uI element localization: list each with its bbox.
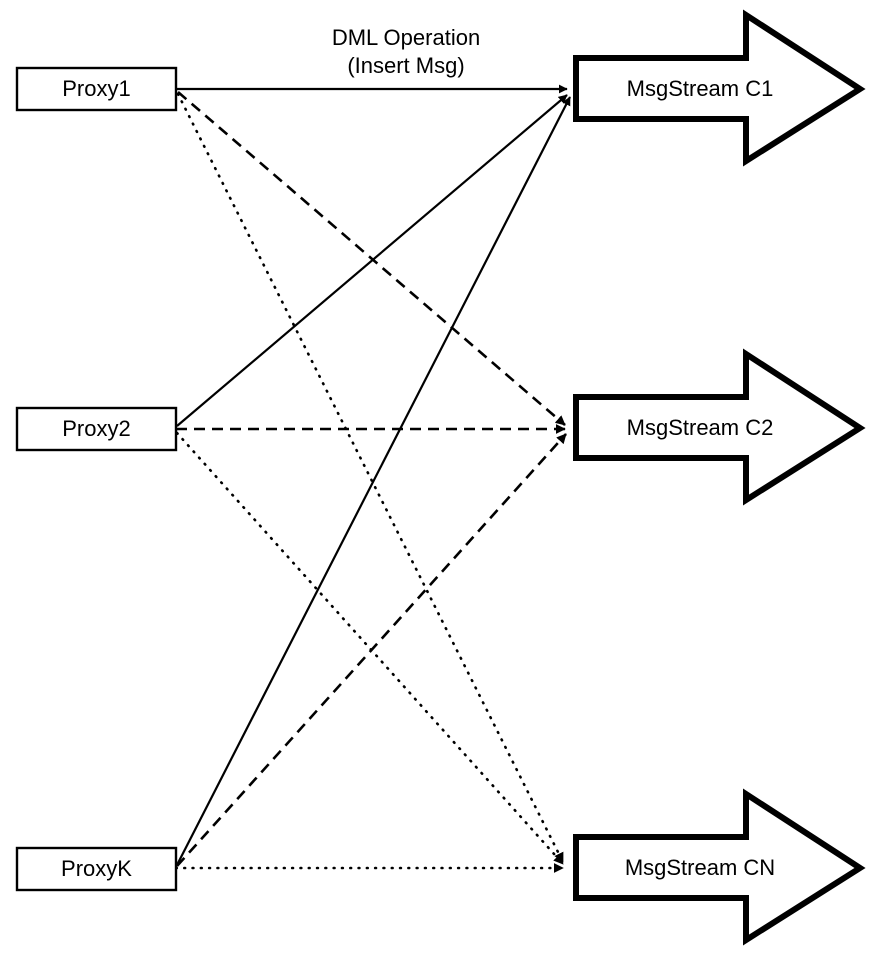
proxy-node-proxy1[interactable]: Proxy1 [15,66,178,112]
proxy-label: Proxy1 [62,76,130,101]
stream-node-c1[interactable]: MsgStream C1 [573,9,866,167]
proxy-node-proxyk[interactable]: ProxyK [15,846,178,892]
link-proxy2-to-cn [175,431,565,866]
link-proxy1-to-cn [176,92,565,864]
proxy-box-rect[interactable] [15,846,178,892]
proxy-box-rect[interactable] [15,406,178,452]
block-arrow-shape[interactable] [573,9,866,167]
edge-caption: DML Operation (Insert Msg) [332,25,480,78]
stream-label: MsgStream CN [625,855,775,880]
block-arrow-shape[interactable] [573,788,866,946]
link-proxy2-to-c1 [176,94,568,427]
edge-caption-line2: (Insert Msg) [347,53,464,78]
proxy-box-rect[interactable] [15,66,178,112]
edge-caption-line1: DML Operation [332,25,480,50]
stream-node-c2[interactable]: MsgStream C2 [573,348,866,506]
stream-node-cn[interactable]: MsgStream CN [573,788,866,946]
proxy-label: ProxyK [61,856,132,881]
stream-label: MsgStream C2 [627,415,774,440]
stream-label: MsgStream C1 [627,76,774,101]
proxy-node-proxy2[interactable]: Proxy2 [15,406,178,452]
proxy-label: Proxy2 [62,416,130,441]
link-proxyk-to-c2 [176,433,567,867]
block-arrow-shape[interactable] [573,348,866,506]
link-proxy1-to-c2 [177,91,566,426]
link-proxyk-to-c1 [176,96,571,866]
